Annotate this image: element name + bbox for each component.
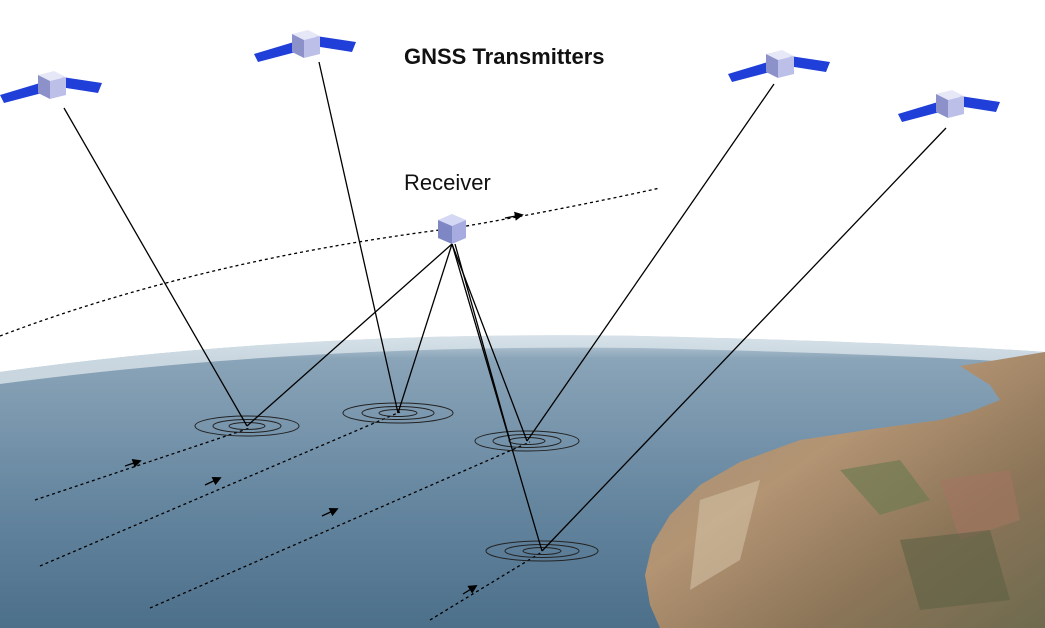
flow-arrows (124, 458, 478, 595)
surface-flow-lines (34, 411, 543, 621)
reflection-point-3 (474, 430, 580, 452)
satellite-icon (254, 30, 356, 62)
reflection-point-1 (194, 415, 300, 437)
satellite-icon (898, 90, 1000, 122)
land-patch-dark (900, 530, 1010, 610)
orbit-direction-arrow (504, 211, 524, 221)
reflection-point-2 (342, 402, 454, 424)
land-coast-light (690, 480, 760, 590)
land-patch-red (940, 470, 1020, 540)
receiver-orbit-path (0, 187, 661, 337)
direct-signal-lines (63, 61, 947, 552)
transmitters-label: GNSS Transmitters (404, 44, 605, 69)
satellite-icon (0, 71, 102, 103)
reflected-signal-lines (246, 243, 543, 552)
satellite-icon (728, 50, 830, 82)
receiver-label: Receiver (404, 170, 491, 195)
horizon-haze (0, 335, 1045, 384)
reflection-point-4 (485, 540, 599, 562)
land-patch-green (840, 460, 930, 515)
receiver-icon (438, 214, 466, 244)
